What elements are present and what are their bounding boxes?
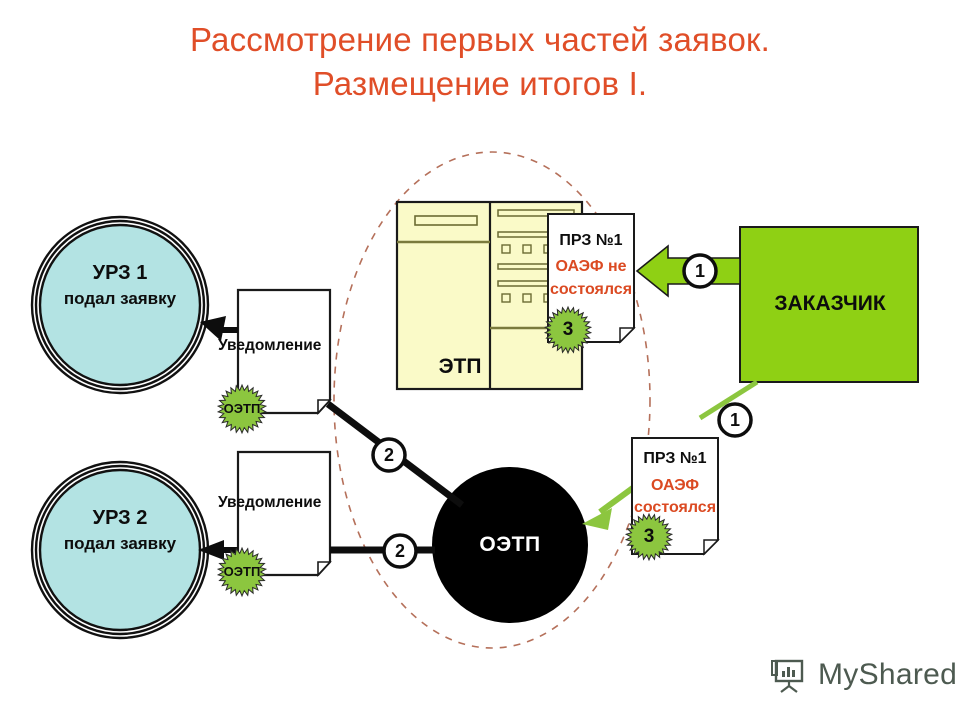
prz-held-badge: 3 bbox=[643, 526, 655, 547]
page-title: Рассмотрение первых частей заявок. Размещ… bbox=[0, 18, 960, 106]
prz-held-heading: ПРЗ №1 bbox=[643, 450, 707, 467]
step-label-1-top: 1 bbox=[694, 261, 705, 281]
step-label-2-top: 2 bbox=[383, 445, 394, 465]
prz-failed-badge: 3 bbox=[562, 319, 574, 340]
badge-oetp-2 bbox=[216, 546, 268, 598]
etp-label: ЭТП bbox=[438, 355, 482, 378]
title-line-2: Размещение итогов I. bbox=[312, 65, 648, 102]
urz1-circle bbox=[30, 215, 210, 395]
notification-2-label: Уведомление bbox=[218, 494, 322, 511]
oetp-label: ОЭТП bbox=[479, 533, 541, 556]
badge-step3-top bbox=[543, 305, 593, 355]
arrowhead-notif1-to-urz1 bbox=[200, 316, 226, 341]
urz1-subtitle: подал заявку bbox=[63, 289, 177, 308]
badge-step3-bottom bbox=[624, 512, 674, 562]
step-circle-1-bottom bbox=[717, 402, 753, 438]
badge-oetp-1 bbox=[216, 383, 268, 435]
urz2-subtitle: подал заявку bbox=[63, 534, 177, 553]
step-label-1-bottom: 1 bbox=[729, 410, 740, 430]
prz-held-line2: состоялся bbox=[633, 499, 717, 516]
prz-doc-failed-fold bbox=[619, 327, 636, 344]
prz-held-line1: ОАЭФ bbox=[650, 477, 700, 494]
notification-1-badge-label: ОЭТП bbox=[223, 401, 261, 416]
watermark-text: MyShared bbox=[818, 658, 958, 691]
notification-1-label: Уведомление bbox=[218, 337, 322, 354]
urz2-circle bbox=[30, 460, 210, 640]
notification-doc-2-fold bbox=[317, 561, 332, 578]
prz-failed-line2: состоялся bbox=[549, 281, 633, 298]
title-line-1: Рассмотрение первых частей заявок. bbox=[189, 21, 771, 58]
notification-doc-1-fold bbox=[317, 399, 332, 416]
urz2-name: УРЗ 2 bbox=[92, 507, 148, 529]
step-label-2-bottom: 2 bbox=[394, 541, 405, 561]
presentation-board-icon bbox=[771, 659, 804, 693]
green-connector-step1-bottom bbox=[698, 379, 759, 421]
watermark: MyShared bbox=[770, 655, 957, 695]
prz-doc-held-fold bbox=[703, 539, 720, 556]
step-circle-2-bottom bbox=[382, 533, 418, 569]
grouping-ellipse bbox=[333, 151, 651, 649]
green-arrowhead-oetp bbox=[582, 508, 612, 530]
step-circle-2-top bbox=[371, 437, 407, 473]
urz1-name: УРЗ 1 bbox=[92, 262, 148, 284]
oetp-circle bbox=[432, 467, 588, 623]
prz-failed-heading: ПРЗ №1 bbox=[559, 232, 623, 249]
customer-box bbox=[739, 226, 919, 383]
step-circle-1-top bbox=[682, 253, 718, 289]
prz-failed-line1: ОАЭФ не bbox=[555, 258, 627, 275]
customer-label: ЗАКАЗЧИК bbox=[774, 292, 886, 315]
arrowhead-notif2-to-urz2 bbox=[198, 540, 224, 560]
notification-2-badge-label: ОЭТП bbox=[223, 564, 261, 579]
